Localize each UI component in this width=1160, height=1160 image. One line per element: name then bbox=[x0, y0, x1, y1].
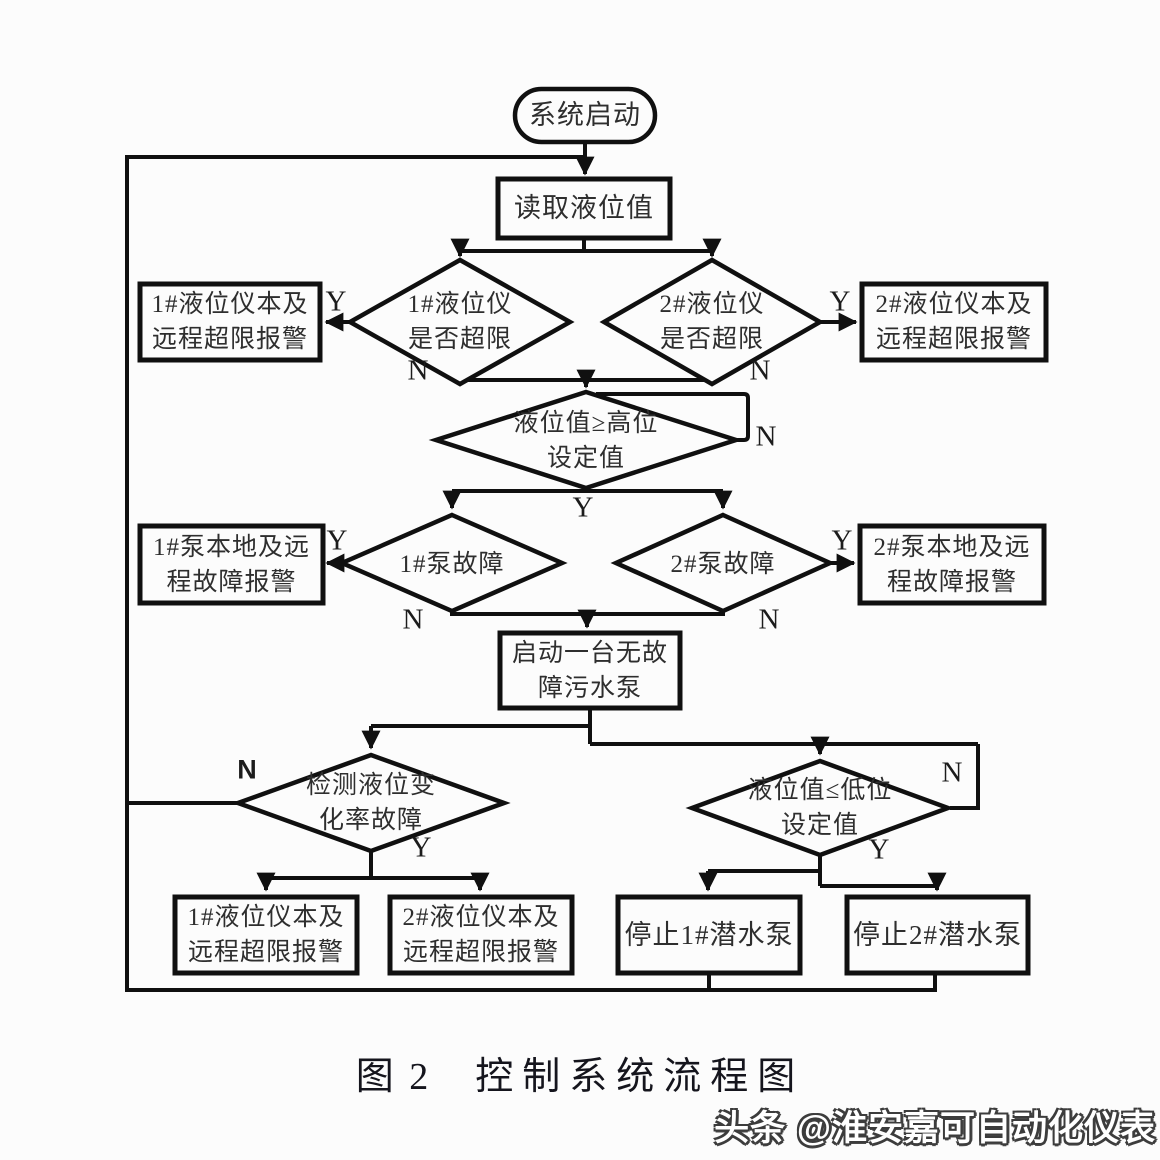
text-line: 程故障报警 bbox=[886, 568, 1017, 596]
text-line: 1#液位仪 bbox=[407, 291, 513, 318]
node-low-check-label: 液位值≤低位 设定值 bbox=[700, 776, 940, 840]
figure-number: 图 2 bbox=[355, 1055, 432, 1098]
pump1-fault-shape bbox=[336, 512, 568, 614]
branch-no-low: N bbox=[941, 756, 963, 789]
text-line: 2#液位仪本及 bbox=[875, 291, 1033, 318]
text-line: 液位值≥高位 bbox=[513, 410, 659, 437]
text-line: 远程超限报警 bbox=[151, 326, 308, 353]
branch-yes-pump2: Y bbox=[831, 524, 853, 557]
branch-yes-high: Y bbox=[572, 491, 594, 524]
start-pump-shape bbox=[497, 630, 683, 711]
text-line: 障污水泵 bbox=[537, 674, 642, 702]
branch-yes-meter1: Y bbox=[325, 285, 347, 318]
text-line: 远程超限报警 bbox=[875, 326, 1032, 353]
text-line: 2#泵故障 bbox=[670, 550, 776, 578]
node-meter1-check-label: 1#液位仪 是否超限 bbox=[370, 290, 550, 354]
edge-feedback-loop bbox=[125, 155, 937, 992]
node-start-label: 系统启动 bbox=[515, 90, 655, 140]
node-meter1-alarm2-label: 1#液位仪本及 远程超限报警 bbox=[178, 899, 354, 971]
branch-no-pump2: N bbox=[758, 603, 780, 636]
meter1-alarm-shape bbox=[137, 281, 323, 363]
low-check-shape bbox=[685, 758, 955, 858]
node-meter1-alarm-label: 1#液位仪本及 远程超限报警 bbox=[143, 286, 317, 358]
branch-no-meter1: N bbox=[407, 354, 429, 387]
text-line: 设定值 bbox=[780, 812, 859, 839]
text-line: 2#液位仪 bbox=[659, 291, 765, 318]
text-line: 停止1#潜水泵 bbox=[624, 919, 794, 950]
branch-yes-rate: Y bbox=[410, 831, 432, 864]
node-pump2-alarm-label: 2#泵本地及远 程故障报警 bbox=[863, 528, 1041, 601]
node-read-level-label: 读取液位值 bbox=[499, 180, 669, 237]
node-shapes bbox=[137, 86, 1049, 976]
node-meter2-alarm-label: 2#液位仪本及 远程超限报警 bbox=[865, 286, 1043, 358]
branch-yes-low: Y bbox=[868, 833, 890, 866]
node-pump1-alarm-label: 1#泵本地及远 程故障报警 bbox=[143, 528, 320, 601]
pump1-alarm-shape bbox=[137, 523, 326, 606]
edge-low-no-loop bbox=[950, 744, 980, 810]
text-line: 系统启动 bbox=[529, 99, 641, 130]
meter2-decision-shape bbox=[599, 257, 825, 387]
stop-pump1-shape bbox=[615, 894, 803, 976]
node-meter2-check-label: 2#液位仪 是否超限 bbox=[622, 290, 802, 354]
branch-yes-meter2: Y bbox=[829, 285, 851, 318]
text-line: 远程超限报警 bbox=[187, 939, 344, 966]
text-line: 读取液位值 bbox=[514, 193, 654, 223]
pump2-alarm-shape bbox=[857, 523, 1047, 606]
stop-pump2-shape bbox=[844, 894, 1031, 976]
text-line: 程故障报警 bbox=[166, 568, 297, 596]
text-line: 启动一台无故 bbox=[511, 639, 668, 667]
text-line: 停止2#潜水泵 bbox=[853, 919, 1022, 950]
pump2-fault-shape bbox=[610, 512, 836, 614]
edge-high-no-loop bbox=[596, 392, 750, 442]
start-terminator-shape bbox=[512, 86, 658, 145]
node-start-pump-label: 启动一台无故 障污水泵 bbox=[503, 635, 677, 706]
text-line: 2#泵本地及远 bbox=[873, 533, 1031, 561]
branch-no-high: N bbox=[755, 420, 777, 453]
edge-pump-no-merge bbox=[450, 611, 725, 616]
text-line: 1#液位仪本及 bbox=[187, 904, 345, 931]
watermark-text: 头条 @淮安嘉可自动化仪表 bbox=[714, 1108, 1156, 1148]
high-check-shape bbox=[428, 389, 744, 491]
branch-no-meter2: N bbox=[749, 354, 771, 387]
text-line: 2#液位仪本及 bbox=[402, 904, 560, 931]
meter2-alarm-shape bbox=[859, 281, 1049, 363]
text-line: 1#液位仪本及 bbox=[151, 291, 309, 318]
node-meter2-alarm2-label: 2#液位仪本及 远程超限报警 bbox=[393, 899, 569, 971]
text-line: 1#泵故障 bbox=[399, 550, 505, 578]
node-stop-pump1-label: 停止1#潜水泵 bbox=[621, 899, 797, 971]
branch-yes-pump1: Y bbox=[326, 524, 348, 557]
figure-caption: 图 2 控制系统流程图 bbox=[0, 1042, 1160, 1102]
connectors bbox=[125, 142, 980, 992]
read-level-shape bbox=[495, 176, 673, 241]
node-pump2-fault-label: 2#泵故障 bbox=[633, 546, 813, 582]
node-rate-check-label: 检测液位变 化率故障 bbox=[261, 771, 481, 835]
text-line: 液位值≤低位 bbox=[747, 777, 893, 804]
meter1-decision-shape bbox=[345, 257, 575, 387]
branch-no-rate: N bbox=[237, 754, 257, 785]
meter1-alarm2-shape bbox=[172, 894, 360, 976]
text-line: 是否超限 bbox=[407, 326, 512, 353]
rate-check-shape bbox=[231, 752, 511, 854]
text-line: 1#泵本地及远 bbox=[152, 533, 310, 561]
text-line: 远程超限报警 bbox=[402, 939, 559, 966]
node-pump1-fault-label: 1#泵故障 bbox=[362, 546, 542, 582]
text-line: 检测液位变 bbox=[305, 772, 436, 799]
node-high-check-label: 液位值≥高位 设定值 bbox=[466, 409, 706, 473]
text-line: 是否超限 bbox=[659, 326, 764, 353]
meter2-alarm2-shape bbox=[387, 894, 575, 976]
figure-title: 控制系统流程图 bbox=[475, 1055, 805, 1098]
node-stop-pump2-label: 停止2#潜水泵 bbox=[850, 899, 1025, 971]
text-line: 设定值 bbox=[546, 445, 625, 472]
text-line: 化率故障 bbox=[318, 807, 423, 834]
branch-no-pump1: N bbox=[402, 603, 424, 636]
